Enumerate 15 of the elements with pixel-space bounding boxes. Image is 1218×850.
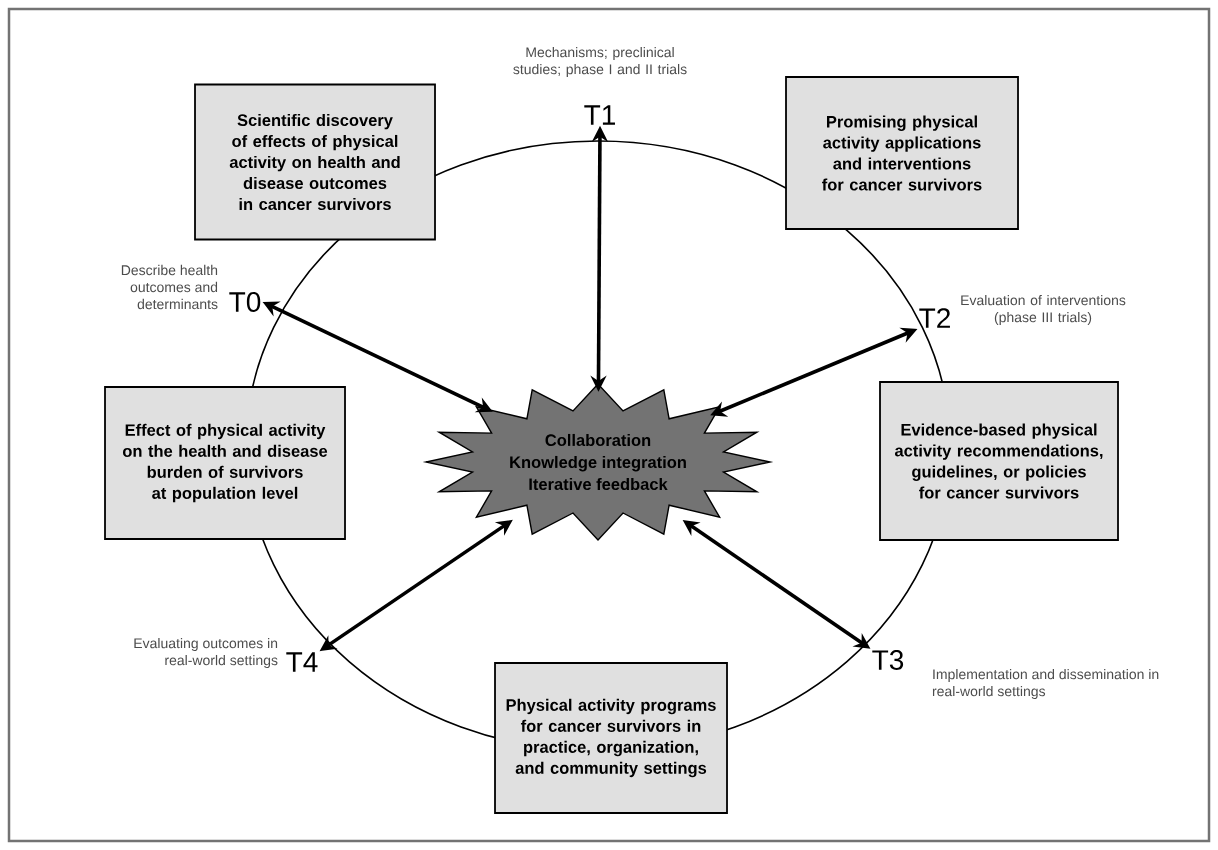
stage-description: Evaluation of interventions (phase III trials) [961, 294, 1126, 325]
stage-description: Describe health outcomes and determinants [121, 264, 218, 310]
stage-box: Effect of physical activity on the health and disease burden of survivors at population level [104, 386, 346, 540]
stage-label: T0 [229, 292, 261, 312]
stage-description: Mechanisms; preclinical studies; phase I and II trials [513, 46, 687, 77]
stage-description: Evaluating outcomes in real-world settings [134, 637, 278, 668]
stage-label: T1 [584, 105, 615, 125]
stage-box: Promising physical activity applications and interventions for cancer survivors [785, 76, 1019, 230]
stage-box: Physical activity programs for cancer survivors in practice, organization, and community settings [494, 662, 728, 814]
stage-label: T2 [919, 308, 950, 328]
stage-label: T4 [286, 652, 318, 672]
stage-box: Evidence-based physical activity recommendations, guidelines, or policies for cancer survivors [879, 381, 1119, 541]
stage-label: T3 [872, 650, 904, 670]
stage-description: Implementation and dissemination in real-world settings [932, 668, 1159, 699]
stage-box: Scientific discovery of effects of physical activity on health and disease outcomes in cancer survivors [194, 83, 436, 241]
